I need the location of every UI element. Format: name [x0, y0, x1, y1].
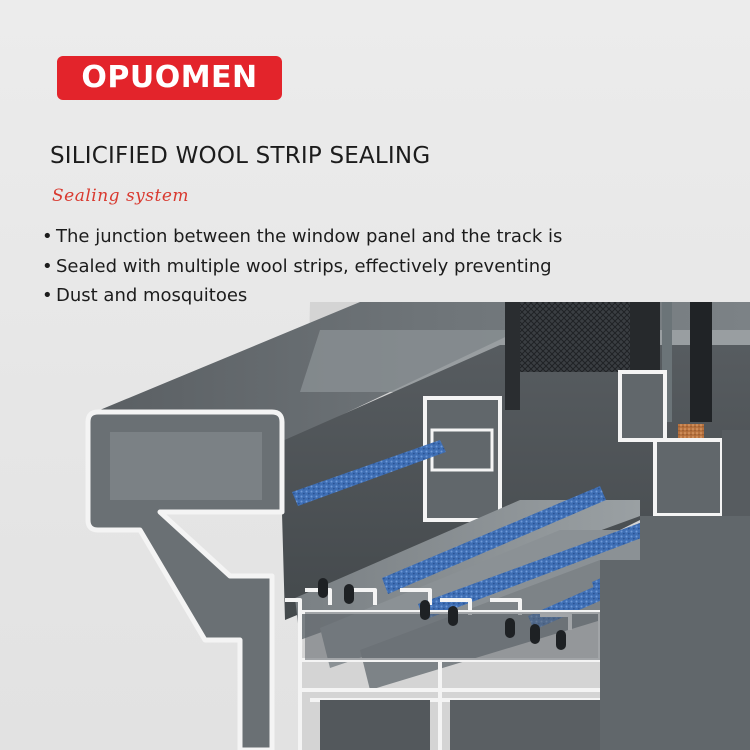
- brand-logo-text: OPUOMEN: [81, 60, 258, 95]
- bullet-marker: •: [42, 285, 53, 306]
- page-title: SILICIFIED WOOL STRIP SEALING: [50, 143, 431, 169]
- feature-text: Dust and mosquitoes: [56, 285, 248, 306]
- feature-list: •The junction between the window panel a…: [42, 222, 562, 311]
- wool-seal-strip: [382, 486, 606, 594]
- feature-text: The junction between the window panel an…: [56, 226, 563, 247]
- sash-profile: [618, 370, 667, 442]
- sash-profile: [653, 438, 724, 517]
- screen-mesh: [520, 302, 630, 372]
- sash-profile: [423, 396, 502, 522]
- feature-item: •Sealed with multiple wool strips, effec…: [42, 252, 562, 282]
- feature-text: Sealed with multiple wool strips, effect…: [56, 255, 552, 277]
- wool-seal-strip: [418, 520, 652, 620]
- page-subtitle: Sealing system: [52, 186, 190, 206]
- wool-seal-strip: [292, 440, 446, 506]
- feature-item: •The junction between the window panel a…: [42, 222, 562, 252]
- bullet-marker: •: [42, 226, 53, 247]
- bullet-marker: •: [42, 255, 53, 277]
- gasket-rollers: [318, 578, 566, 650]
- brand-logo: OPUOMEN: [57, 56, 282, 100]
- feature-item: •Dust and mosquitoes: [42, 281, 562, 311]
